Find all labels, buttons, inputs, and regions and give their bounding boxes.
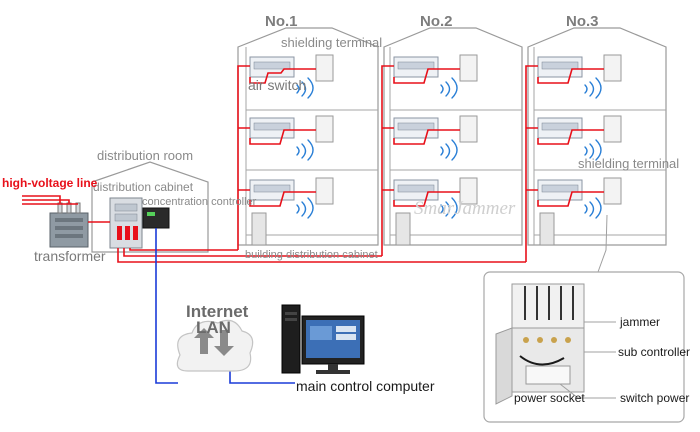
high-voltage-line-label: high-voltage line <box>2 176 98 190</box>
building-3-floor-devices <box>537 54 622 246</box>
high-voltage-line <box>22 195 78 205</box>
signal-wave-icon <box>440 197 458 219</box>
network-line-left <box>155 228 178 384</box>
main-control-computer-icon <box>281 304 365 374</box>
building-2-floor-devices <box>393 54 478 246</box>
signal-wave-icon <box>584 139 602 161</box>
signal-wave-icon <box>296 139 314 161</box>
concentration-controller-device <box>142 207 170 229</box>
air-switch-panel <box>537 56 583 78</box>
air-switch-panel <box>249 117 295 139</box>
signal-wave-icon <box>584 77 602 99</box>
shielding-terminal-device <box>459 177 478 205</box>
callout-pointer <box>597 214 608 273</box>
signal-wave-icon <box>440 139 458 161</box>
shielding-terminal-device <box>459 115 478 143</box>
signal-wave-icon <box>296 77 314 99</box>
shielding-terminal-device <box>603 115 622 143</box>
distribution-room-label: distribution room <box>97 148 193 163</box>
building-distribution-cabinet-device <box>251 212 267 246</box>
power-riser-3 <box>525 65 538 262</box>
building-distribution-cabinet-device <box>395 212 411 246</box>
power-riser-2 <box>381 65 394 256</box>
air-switch-label: air switch <box>248 77 306 93</box>
shielding-terminal-device <box>603 54 622 82</box>
shielding-terminal-device <box>315 177 334 205</box>
feed-building-2 <box>123 248 382 257</box>
shielding-terminal-device <box>315 115 334 143</box>
switch-power-label: switch power <box>620 391 689 405</box>
network-line-right <box>229 370 295 384</box>
building-1-label: No.1 <box>265 13 298 30</box>
watermark-text: SmarJammer <box>414 198 516 219</box>
internet-lan-cloud: Internet LAN <box>176 302 254 372</box>
air-switch-panel <box>393 56 439 78</box>
concentration-controller-label: concentration controller <box>142 196 257 208</box>
air-switch-panel <box>249 56 295 78</box>
shielding-terminal-right-label: shielding terminal <box>578 156 679 171</box>
signal-wave-icon <box>296 197 314 219</box>
shielding-terminal-device <box>315 54 334 82</box>
main-control-computer-label: main control computer <box>296 378 435 394</box>
air-switch-panel <box>537 179 583 201</box>
signal-wave-icon <box>584 197 602 219</box>
air-switch-panel <box>393 117 439 139</box>
feed-building-3 <box>117 248 526 263</box>
jammer-unit-photo <box>495 283 585 405</box>
power-socket-label: power socket <box>514 391 585 405</box>
transformer-device <box>49 202 89 248</box>
lan-label: LAN <box>196 318 231 337</box>
air-switch-panel <box>537 117 583 139</box>
distribution-cabinet-label: distribution cabinet <box>93 180 194 194</box>
shielding-terminal-device <box>603 177 622 205</box>
building-distribution-cabinet-device <box>539 212 555 246</box>
power-riser-1 <box>237 65 250 250</box>
air-switch-panel <box>393 179 439 201</box>
internet-label: Internet <box>186 302 249 321</box>
building-2-label: No.2 <box>420 13 453 30</box>
building-1-floor-devices <box>249 54 334 246</box>
sub-controller-label: sub controller <box>618 345 690 359</box>
air-switch-panel <box>249 179 295 201</box>
feed-building-1 <box>129 248 238 251</box>
building-distribution-cabinet-label: building distribution cabinet <box>245 249 378 261</box>
transformer-label: transformer <box>34 248 106 264</box>
shielding-terminal-device <box>459 54 478 82</box>
shielding-terminal-top-label: shielding terminal <box>281 35 382 50</box>
jammer-label: jammer <box>619 315 660 329</box>
signal-wave-icon <box>440 77 458 99</box>
distribution-cabinet-device <box>109 197 143 249</box>
building-3-label: No.3 <box>566 13 599 30</box>
